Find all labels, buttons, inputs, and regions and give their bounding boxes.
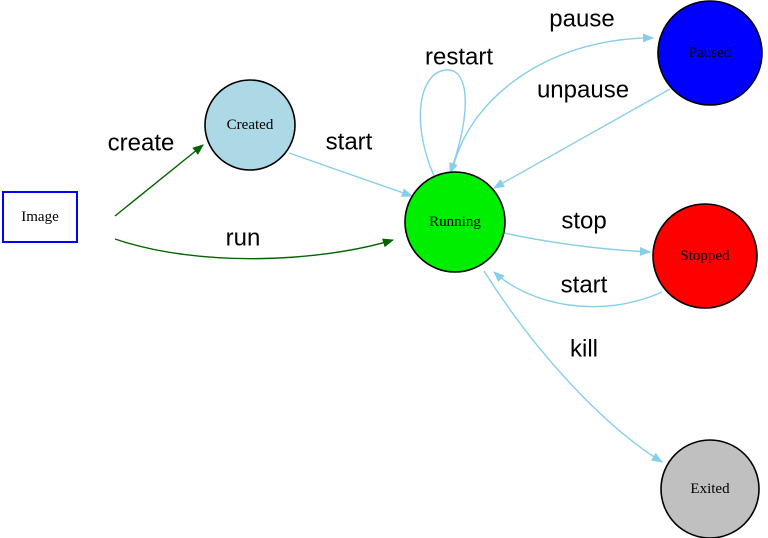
edge-restart[interactable] (419, 69, 466, 177)
edge-unpause[interactable] (493, 88, 671, 189)
node-image[interactable] (2, 191, 78, 243)
edge-labels-layer: create run start restart pause unpause s… (108, 6, 629, 363)
edges-layer (114, 33, 671, 463)
edge-label-run: run (226, 225, 261, 252)
edge-label-restart: restart (425, 44, 493, 71)
edge-run[interactable] (114, 238, 395, 260)
edge-kill[interactable] (483, 270, 663, 463)
edge-pause[interactable] (451, 33, 655, 173)
node-label-exited: Exited (690, 481, 730, 497)
edge-label-start-created: start (326, 129, 373, 156)
node-label-running: Running (429, 214, 481, 230)
edge-create[interactable] (114, 144, 204, 217)
node-stopped[interactable] (652, 203, 758, 309)
node-label-stopped: Stopped (680, 248, 730, 264)
node-label-created: Created (227, 117, 274, 133)
node-running[interactable] (404, 171, 506, 273)
edge-start-created[interactable] (288, 152, 414, 197)
edge-label-create: create (108, 130, 175, 157)
node-label-paused: Paused (689, 45, 732, 61)
edge-label-start-stopped: start (561, 272, 608, 299)
edge-start-stopped[interactable] (493, 271, 663, 308)
node-paused[interactable] (657, 0, 763, 106)
edge-label-unpause: unpause (537, 77, 629, 104)
node-exited[interactable] (660, 439, 760, 538)
edge-label-pause: pause (549, 6, 614, 33)
edge-stop[interactable] (503, 232, 652, 256)
edge-label-kill: kill (570, 336, 598, 363)
edge-label-stop: stop (561, 208, 606, 235)
node-labels-layer: Image Created Running Paused Stopped Exi… (21, 45, 731, 497)
node-label-image: Image (21, 209, 59, 225)
node-created[interactable] (204, 79, 296, 171)
